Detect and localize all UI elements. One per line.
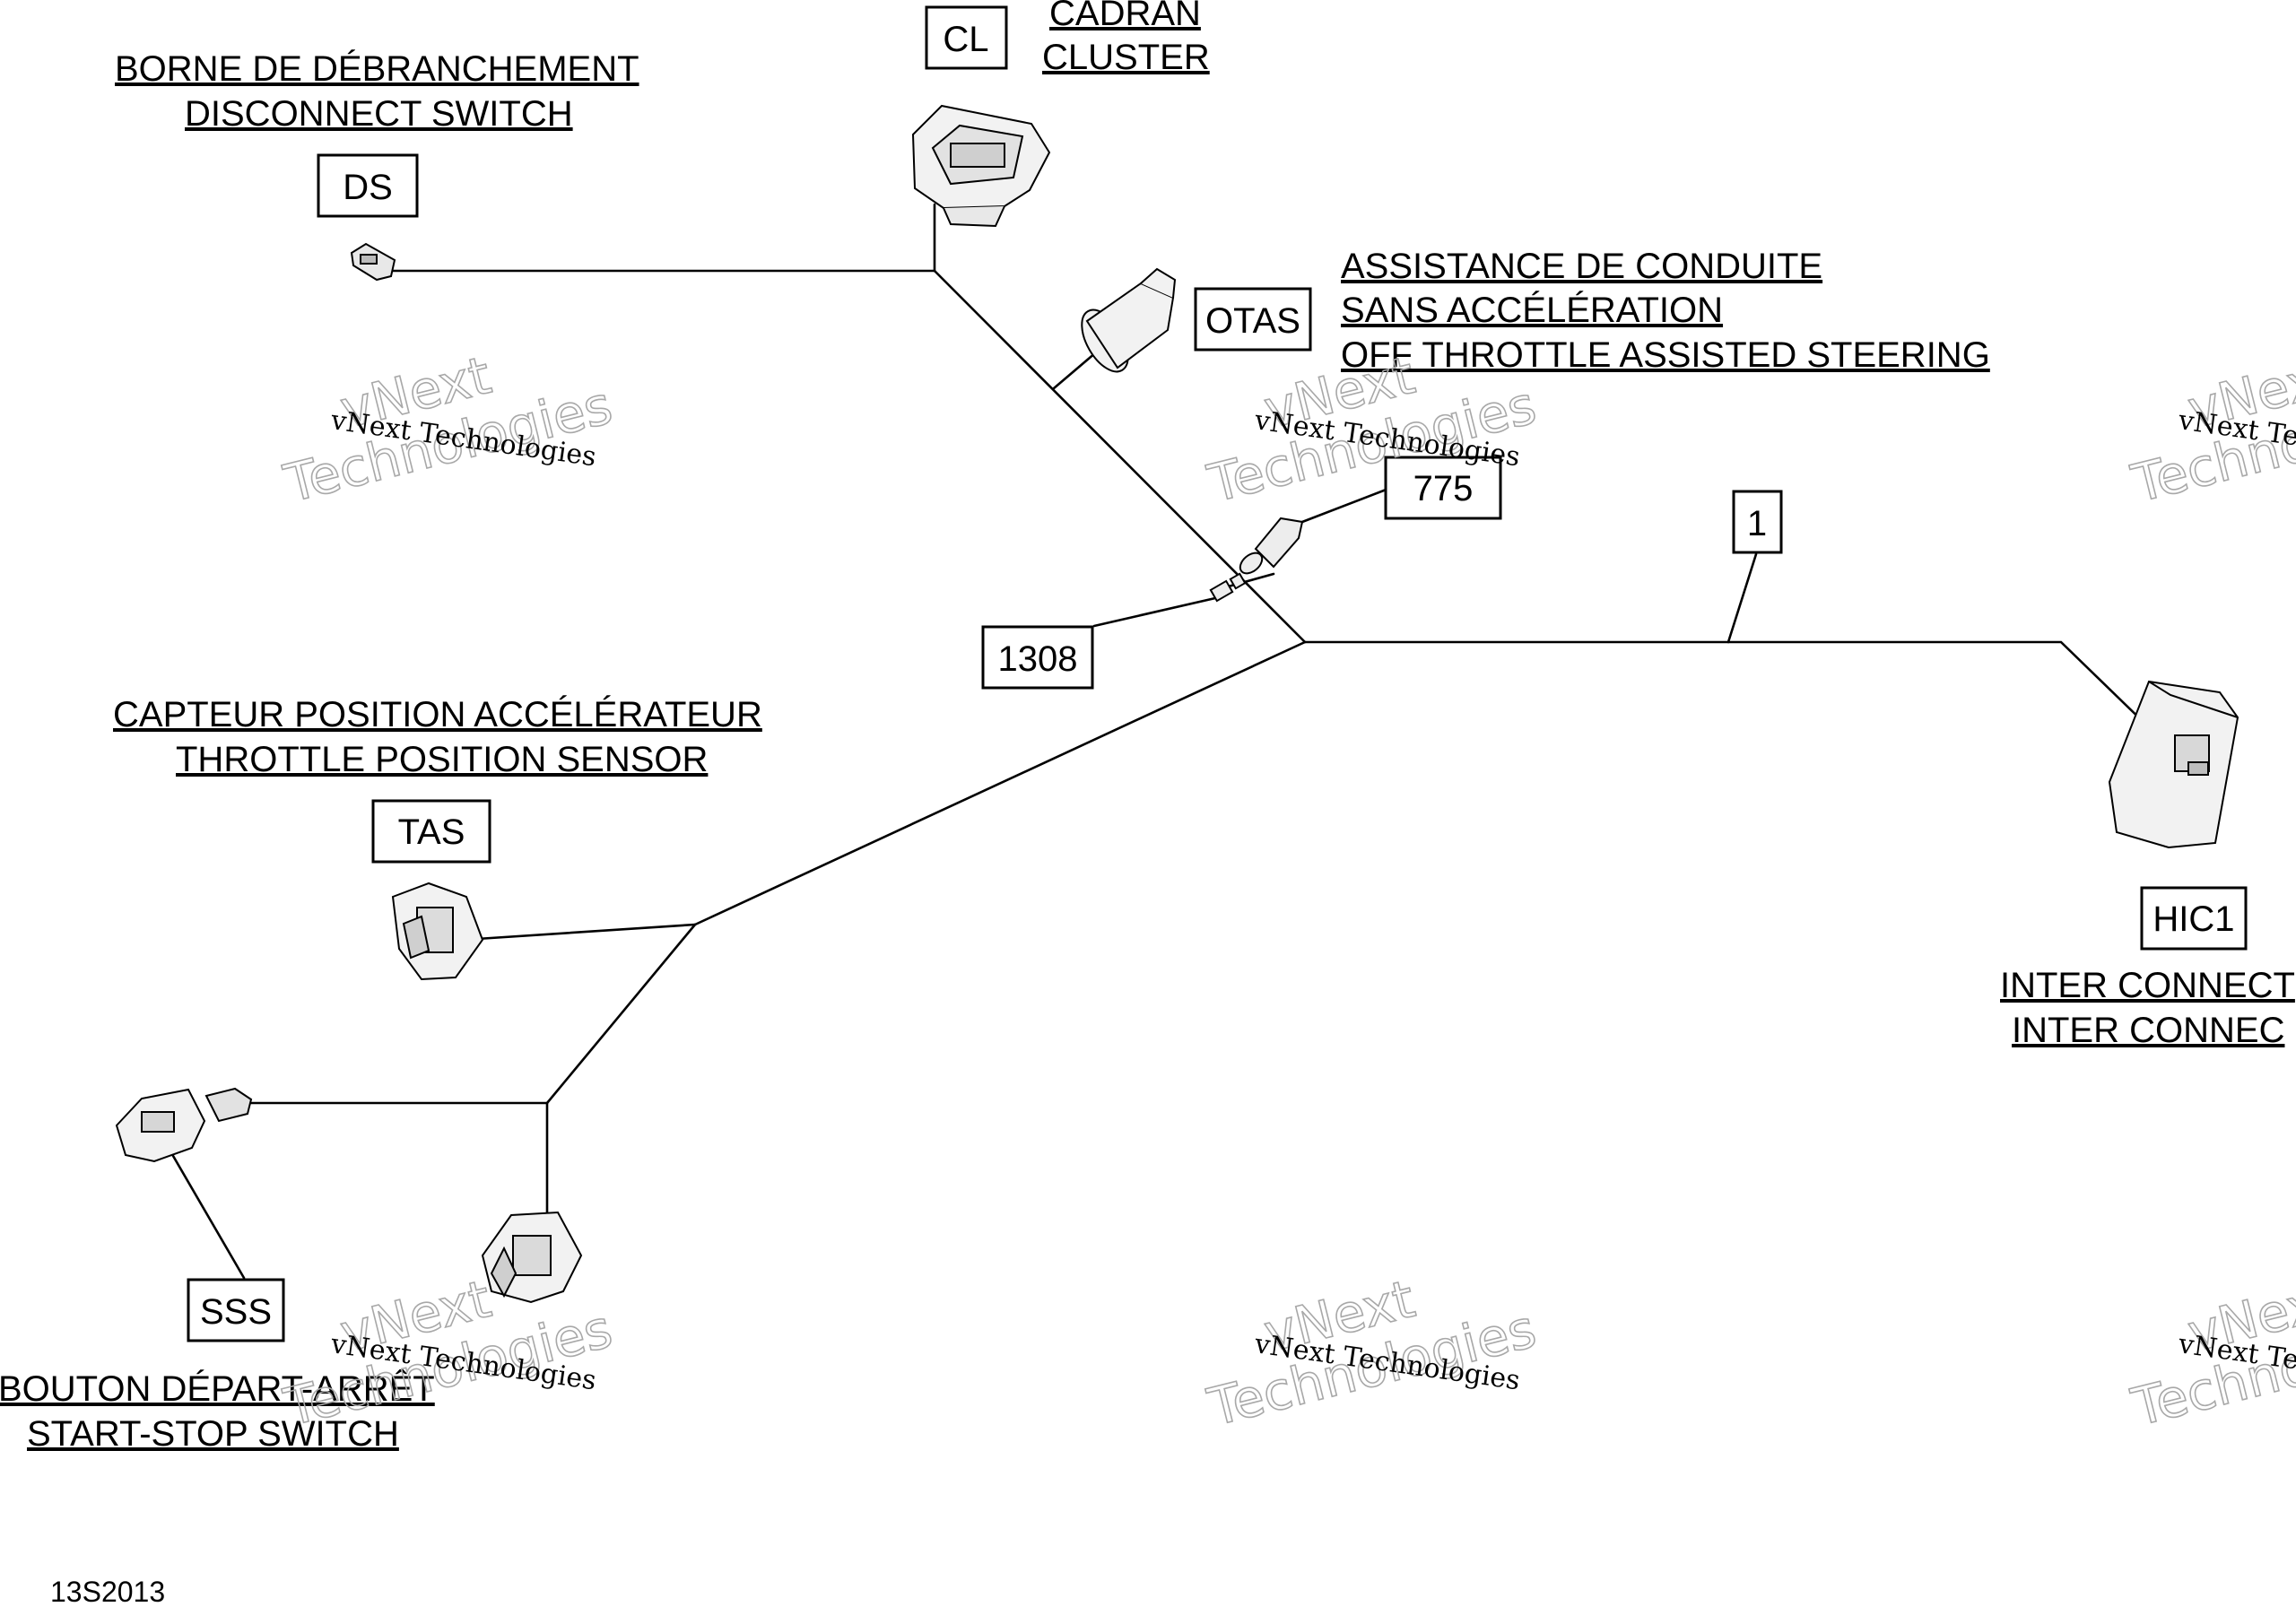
wire-trunk-lower [693, 640, 1307, 926]
callout-1308-id: 1308 [998, 639, 1078, 679]
callout-ds-id: DS [343, 168, 393, 207]
label-otas-fr2: SANS ACCÉLÉRATION [1341, 290, 1723, 330]
callout-otas-id: OTAS [1205, 301, 1300, 341]
connector-sss [115, 1087, 253, 1163]
label-hic1-fr: INTER CONNECT [2000, 966, 2295, 1005]
connector-otas [1081, 267, 1177, 373]
wire-trunk-down [545, 923, 697, 1105]
wire-main-right [1303, 640, 2154, 733]
callout-tas: TAS [371, 799, 491, 864]
label-otas-en: OFF THROTTLE ASSISTED STEERING [1341, 335, 1990, 375]
connector-tas [391, 882, 484, 981]
connector-lower [481, 1211, 583, 1304]
callout-sss-id: SSS [200, 1292, 272, 1332]
callout-1308: 1308 [981, 625, 1094, 690]
wire-1308-leader [1092, 596, 1217, 628]
callout-otas: OTAS [1194, 287, 1312, 352]
label-ds-fr: BORNE DE DÉBRANCHEMENT [115, 48, 639, 89]
label-sss-fr: BOUTON DÉPART-ARRÊT [0, 1368, 435, 1409]
callout-hic1-id: HIC1 [2152, 899, 2234, 939]
connector-hic1 [2108, 680, 2239, 849]
watermark-1: vNext Technologies [277, 343, 619, 515]
label-hic1-en: INTER CONNEC [2012, 1011, 2284, 1050]
connector-ds [350, 242, 396, 282]
connector-775 [1239, 517, 1304, 575]
label-otas-fr1: ASSISTANCE DE CONDUITE [1341, 247, 1822, 286]
label-cl-fr: CADRAN [1049, 0, 1201, 33]
label-ds-en: DISCONNECT SWITCH [185, 94, 573, 134]
callout-tas-id: TAS [398, 812, 465, 852]
callout-cl-id: CL [943, 20, 988, 59]
callout-775-id: 775 [1413, 469, 1474, 508]
connector-1308 [1209, 572, 1247, 603]
callout-1-id: 1 [1747, 504, 1767, 543]
diagram-code: 13S2013 [50, 1576, 165, 1607]
callout-hic1: HIC1 [2140, 886, 2248, 951]
wire-otas [1052, 351, 1098, 390]
callout-1: 1 [1732, 490, 1783, 554]
callout-sss: SSS [187, 1278, 285, 1342]
label-sss-en: START-STOP SWITCH [27, 1414, 399, 1454]
wire-leader-1 [1726, 552, 1758, 644]
wire-sss-leader [161, 1137, 246, 1280]
watermark-5: vNext Technologies [1201, 1267, 1543, 1438]
wire-tas [475, 923, 697, 941]
callout-ds: DS [317, 153, 419, 218]
label-tas-fr: CAPTEUR POSITION ACCÉLÉRATEUR [113, 694, 762, 734]
label-tas-en: THROTTLE POSITION SENSOR [176, 740, 708, 779]
wire-775 [1300, 487, 1390, 524]
label-cl-en: CLUSTER [1042, 38, 1210, 77]
callout-775: 775 [1384, 456, 1502, 520]
callout-cl: CL [925, 5, 1008, 70]
connector-cl [911, 104, 1051, 228]
